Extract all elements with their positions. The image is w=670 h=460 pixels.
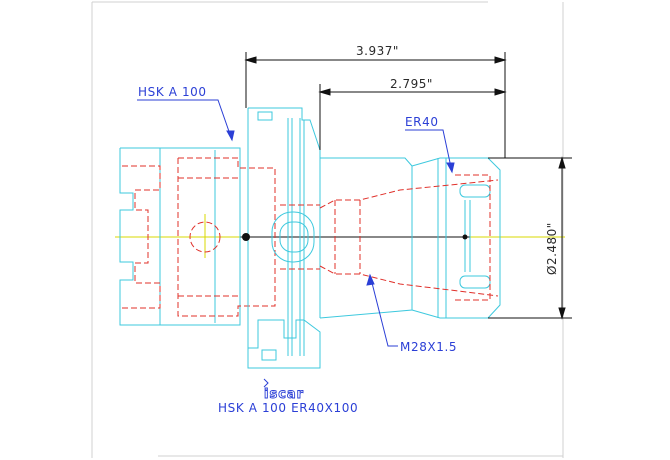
diameter-dimension: Ø2.480" <box>545 222 559 275</box>
logo-text: iscar <box>264 387 304 402</box>
collet-nut <box>411 157 501 319</box>
iscar-logo-icon: iscar <box>264 378 304 402</box>
part-number-label: HSK A 100 ER40X100 <box>218 401 358 415</box>
overall-length-dimension: 3.937" <box>356 44 399 58</box>
thread-label: M28X1.5 <box>400 340 457 354</box>
collet-label: ER40 <box>405 115 439 129</box>
centerline <box>115 214 565 258</box>
internal-bore-dashed <box>280 174 499 301</box>
body-length-dimension: 2.795" <box>390 77 433 91</box>
dimension-lines <box>244 52 572 320</box>
flange-body <box>247 107 413 369</box>
center-marks <box>242 233 468 241</box>
hsk-internal-dashed <box>122 157 276 317</box>
leader-lines <box>137 99 455 347</box>
drawing-frame <box>91 1 564 458</box>
shank-label: HSK A 100 <box>138 85 207 99</box>
